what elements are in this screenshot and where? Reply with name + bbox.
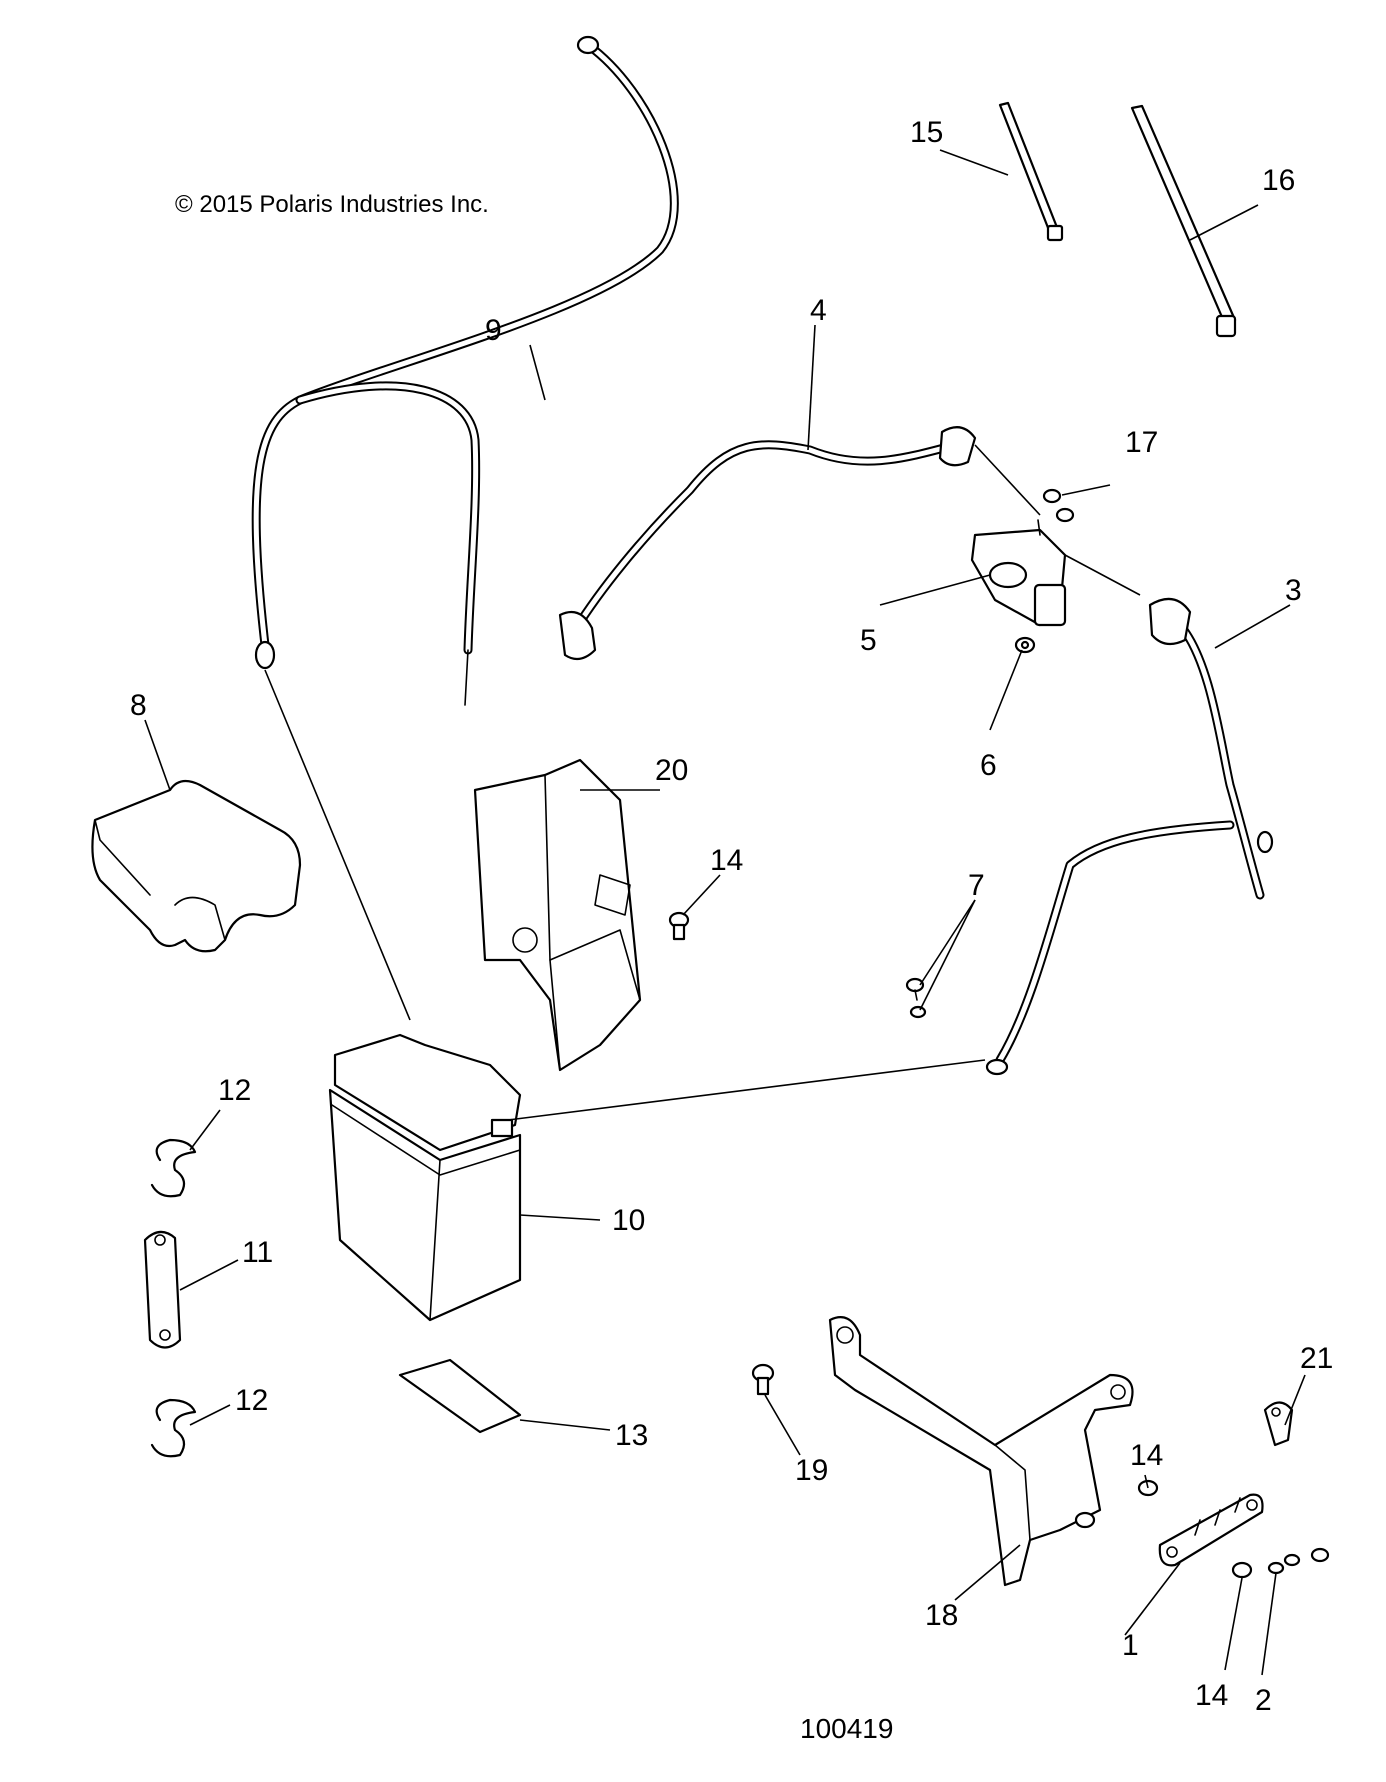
callout-15: 15 xyxy=(910,116,943,149)
callout-labels: 1 2 3 4 5 6 7 8 9 10 11 12 12 13 14 14 1… xyxy=(130,116,1333,1717)
callout-12-upper: 12 xyxy=(218,1074,251,1107)
part-14-screw-lower xyxy=(1231,1547,1330,1579)
callout-2: 2 xyxy=(1255,1684,1272,1717)
part-12-clip-lower xyxy=(150,1398,197,1458)
callout-18: 18 xyxy=(925,1599,958,1632)
callout-1: 1 xyxy=(1122,1629,1139,1662)
callout-17: 17 xyxy=(1125,426,1158,459)
part-1-terminal-block xyxy=(1158,1493,1264,1567)
part-6-screw xyxy=(1014,636,1036,654)
part-8-battery-cover xyxy=(91,779,302,953)
callout-20: 20 xyxy=(655,754,688,787)
figure-number: 100419 xyxy=(800,1713,893,1744)
callout-9: 9 xyxy=(485,314,502,347)
part-3-cable xyxy=(985,597,1274,1076)
callout-16: 16 xyxy=(1262,164,1295,197)
callout-5: 5 xyxy=(860,624,877,657)
part-11-strap xyxy=(143,1230,182,1349)
part-12-clip-upper xyxy=(150,1138,197,1198)
callout-7: 7 xyxy=(968,869,985,902)
part-19-screw xyxy=(751,1363,775,1396)
part-9-cable-harness xyxy=(251,35,679,706)
part-16-cable-tie xyxy=(1130,104,1237,338)
callout-14-middle: 14 xyxy=(1130,1439,1163,1472)
part-17-nuts xyxy=(1042,488,1075,523)
part-18-mounting-bracket xyxy=(828,1316,1134,1587)
callout-13: 13 xyxy=(615,1419,648,1452)
callout-11: 11 xyxy=(242,1236,273,1269)
callout-leaders xyxy=(144,149,1306,1676)
part-10-battery xyxy=(328,1033,522,1322)
callout-19: 19 xyxy=(795,1454,828,1487)
callout-3: 3 xyxy=(1285,574,1302,607)
part-2-washer-nut xyxy=(1267,1553,1301,1575)
callout-21: 21 xyxy=(1300,1342,1333,1375)
part-4-cable xyxy=(558,426,977,661)
part-5-solenoid xyxy=(970,519,1067,627)
callout-14-lower: 14 xyxy=(1195,1679,1228,1712)
callout-4: 4 xyxy=(810,294,827,327)
part-14-screw-middle xyxy=(1074,1479,1159,1529)
part-21-clamp xyxy=(1263,1401,1294,1447)
assembly-lines xyxy=(264,444,1141,1121)
callout-14-upper: 14 xyxy=(710,844,743,877)
callout-6: 6 xyxy=(980,749,997,782)
part-13-pad xyxy=(398,1358,522,1434)
callout-10: 10 xyxy=(612,1204,645,1237)
copyright-text: © 2015 Polaris Industries Inc. xyxy=(175,191,489,218)
part-20-battery-bracket xyxy=(473,758,642,1072)
callout-12-lower: 12 xyxy=(235,1384,268,1417)
part-7-bolt-nut xyxy=(905,977,927,1019)
part-14-screw-upper xyxy=(668,911,690,941)
callout-8: 8 xyxy=(130,689,147,722)
part-15-cable-tie xyxy=(998,101,1064,242)
